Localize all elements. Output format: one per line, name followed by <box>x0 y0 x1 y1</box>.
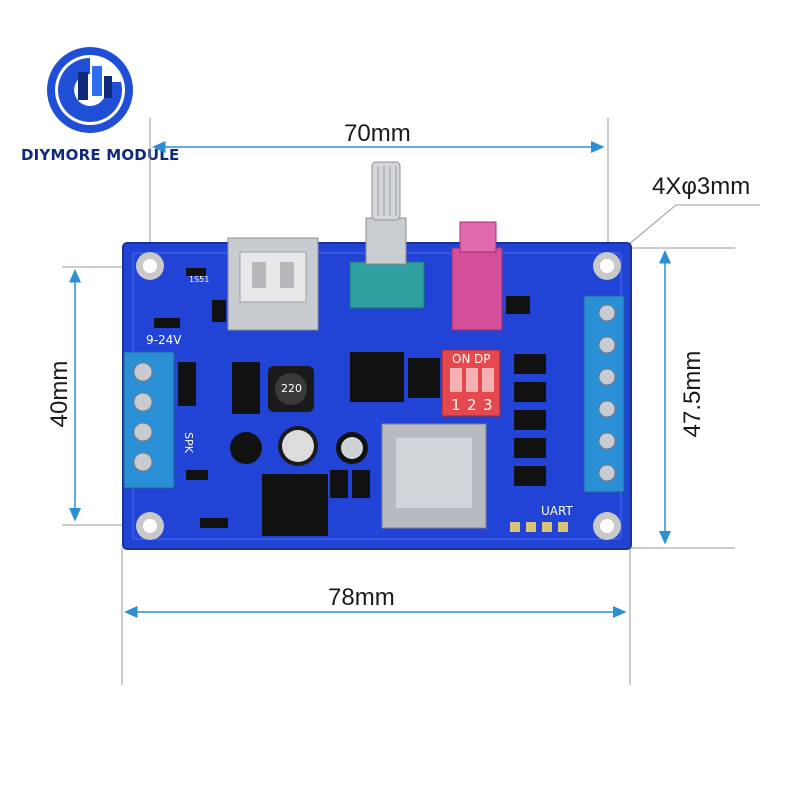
dip-3-label: 3 <box>483 396 493 414</box>
voltage-label: 9-24V <box>146 333 182 347</box>
dip-dp-label: DP <box>474 352 491 366</box>
chip-label: 1S51 <box>189 275 210 284</box>
bottom-width-label: 78mm <box>328 584 395 611</box>
hole-spec-label: 4Xφ3mm <box>652 173 751 200</box>
dip-2-label: 2 <box>467 396 477 414</box>
left-height-label: 40mm <box>46 360 73 428</box>
brand-name: DIYMORE MODULE <box>21 146 180 164</box>
speaker-label: SPK <box>181 432 195 453</box>
right-height-label: 47.5mm <box>679 350 706 438</box>
dip-on-label: ON <box>452 352 471 366</box>
uart-label: UART <box>541 504 573 518</box>
dip-1-label: 1 <box>451 396 461 414</box>
inductor-label: 220 <box>281 382 302 395</box>
top-width-label: 70mm <box>344 120 411 147</box>
